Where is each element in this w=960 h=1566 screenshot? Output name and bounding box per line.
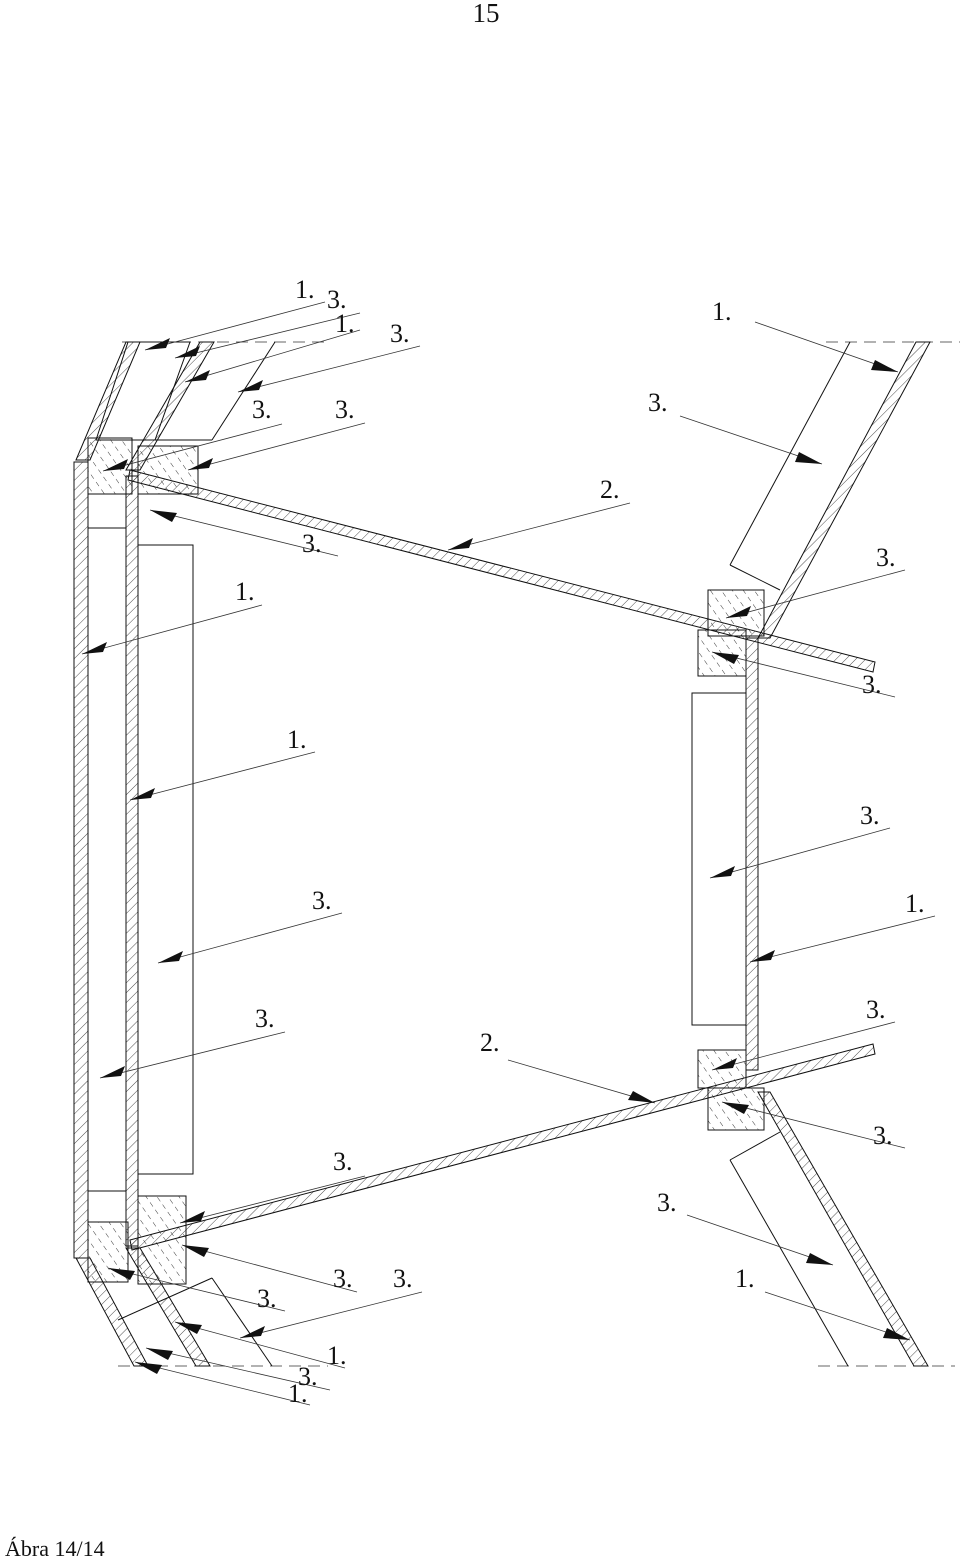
label-3: 3. [393, 1264, 413, 1293]
part-labels: 1. 3. 1. 3. 3. 3. 3. 1. 1. 3. 3. 3. 3. 3… [235, 275, 925, 1408]
label-3: 3. [648, 388, 668, 417]
label-1: 1. [235, 577, 255, 606]
label-3: 3. [252, 395, 272, 424]
figure-caption: Ábra 14/14 [5, 1536, 105, 1561]
leader-lines [81, 301, 936, 1406]
label-3: 3. [873, 1121, 893, 1150]
label-1: 1. [327, 1341, 347, 1370]
label-3: 3. [866, 995, 886, 1024]
label-1: 1. [295, 275, 315, 304]
label-3: 3. [257, 1284, 277, 1313]
left-outer-panel [73, 461, 194, 1259]
label-3: 3. [312, 886, 332, 915]
label-3: 3. [327, 285, 347, 314]
diagonal-ties [127, 469, 876, 1251]
label-3: 3. [335, 395, 355, 424]
right-slanted-members [729, 341, 931, 1367]
page-number: 15 [472, 0, 500, 28]
label-3: 3. [333, 1264, 353, 1293]
label-2: 2. [600, 475, 620, 504]
label-3: 3. [390, 319, 410, 348]
label-3: 3. [876, 543, 896, 572]
label-3: 3. [860, 801, 880, 830]
reference-lines [118, 341, 960, 1367]
label-1: 1. [905, 889, 925, 918]
label-1: 1. [288, 1379, 308, 1408]
arrowheads [82, 338, 910, 1374]
label-1: 1. [735, 1264, 755, 1293]
label-3: 3. [302, 529, 322, 558]
label-1: 1. [287, 725, 307, 754]
label-3: 3. [657, 1188, 677, 1217]
label-3: 3. [298, 1362, 318, 1391]
label-3: 3. [255, 1004, 275, 1033]
label-1: 1. [712, 297, 732, 326]
label-2: 2. [480, 1028, 500, 1057]
label-3: 3. [862, 670, 882, 699]
label-3: 3. [333, 1147, 353, 1176]
label-1: 1. [335, 309, 355, 338]
right-panel [691, 589, 765, 1131]
upper-left-members [75, 341, 276, 471]
